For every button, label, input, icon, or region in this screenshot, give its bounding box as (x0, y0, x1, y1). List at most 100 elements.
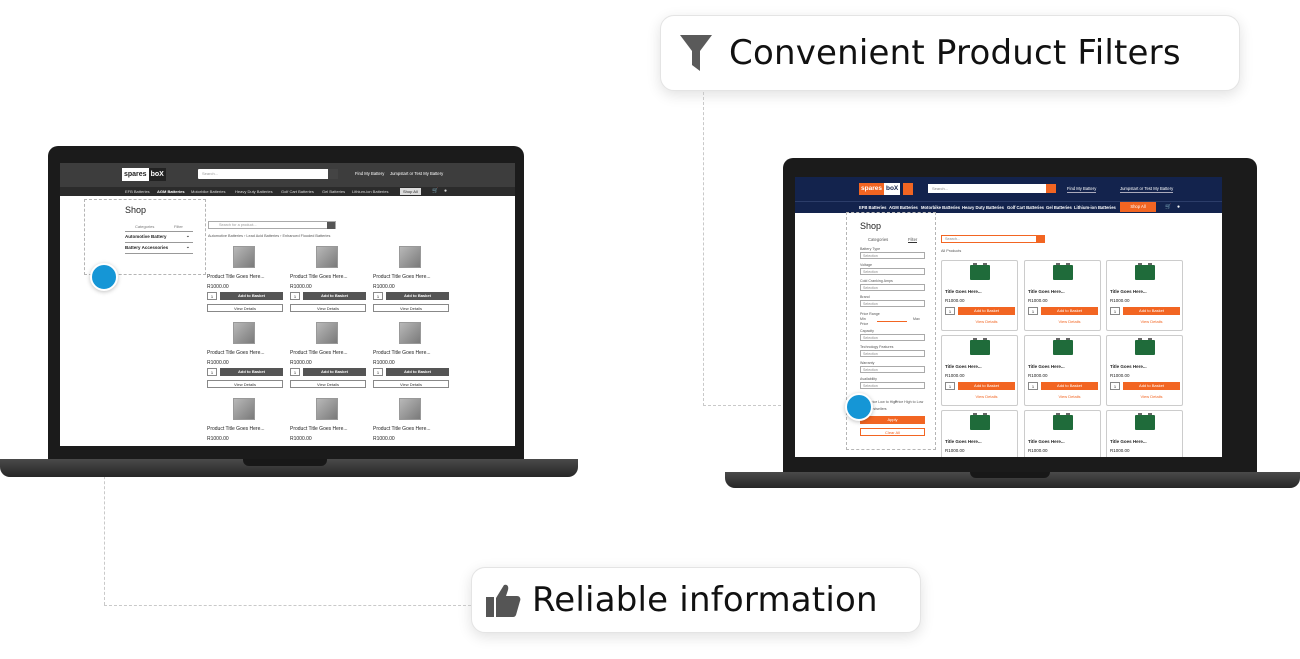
battery-image[interactable] (1053, 263, 1073, 280)
product-image[interactable] (316, 398, 338, 420)
product-image[interactable] (316, 246, 338, 268)
search-icon[interactable] (327, 222, 335, 229)
add-to-basket-button[interactable]: Add to Basket (1041, 382, 1098, 390)
jumpstart-link[interactable]: Jumpstart or Test My Battery (390, 171, 444, 176)
view-details-link[interactable]: View Details (1058, 319, 1081, 324)
nav-item[interactable]: Golf Cart Batteries (281, 189, 314, 194)
view-details-link[interactable]: View Details (1140, 319, 1163, 324)
product-card[interactable]: Title Goes Here... R1000.00 (1024, 410, 1101, 457)
nav-item[interactable]: Heavy Duty Batteries (235, 189, 273, 194)
product-card[interactable]: Product Title Goes Here... R1000.00 1 Ad… (290, 322, 366, 394)
logo[interactable]: spares boX (859, 183, 914, 195)
add-to-basket-button[interactable]: Add to Basket (1123, 307, 1180, 315)
view-details-button[interactable]: View Details (207, 380, 283, 388)
product-title[interactable]: Product Title Goes Here... (373, 350, 431, 356)
product-title[interactable]: Title Goes Here... (945, 364, 982, 369)
add-to-basket-button[interactable]: Add to Basket (386, 368, 449, 376)
quantity-input[interactable]: 1 (207, 368, 217, 376)
jumpstart-link[interactable]: Jumpstart or Test My Battery (1120, 186, 1174, 193)
product-card[interactable]: Product Title Goes Here... R1000.00 1 Ad… (207, 322, 283, 394)
product-card[interactable]: Product Title Goes Here... R1000.00 (373, 398, 449, 446)
add-to-basket-button[interactable]: Add to Basket (220, 368, 283, 376)
nav-item[interactable]: Golf Cart Batteries (1007, 205, 1044, 210)
categories-tab[interactable]: Categories (868, 237, 889, 242)
view-details-button[interactable]: View Details (373, 304, 449, 312)
product-title[interactable]: Title Goes Here... (1028, 289, 1065, 294)
search-icon[interactable] (1036, 236, 1044, 243)
filter-tab[interactable]: Filter (908, 237, 918, 243)
add-to-basket-button[interactable]: Add to Basket (303, 368, 366, 376)
sidebar-item[interactable]: Battery Accessories (125, 245, 169, 250)
product-card[interactable]: Product Title Goes Here... R1000.00 1 Ad… (207, 246, 283, 318)
shop-all-button[interactable]: Shop All (400, 188, 421, 195)
search-input[interactable]: Search... (928, 184, 1056, 193)
product-card[interactable]: Product Title Goes Here... R1000.00 1 Ad… (290, 246, 366, 318)
product-image[interactable] (233, 322, 255, 344)
product-title[interactable]: Product Title Goes Here... (207, 350, 265, 356)
quantity-input[interactable]: 1 (290, 292, 300, 300)
product-card[interactable]: Product Title Goes Here... R1000.00 1 Ad… (373, 322, 449, 394)
apply-button[interactable]: Apply (860, 416, 925, 424)
product-title[interactable]: Product Title Goes Here... (373, 426, 431, 432)
product-card[interactable]: Title Goes Here... R1000.00 1 Add to Bas… (1024, 335, 1101, 406)
clear-all-button[interactable]: Clear All (860, 428, 925, 436)
product-card[interactable]: Title Goes Here... R1000.00 1 Add to Bas… (1106, 335, 1183, 406)
view-details-button[interactable]: View Details (207, 304, 283, 312)
add-to-basket-button[interactable]: Add to Basket (1123, 382, 1180, 390)
product-title[interactable]: Title Goes Here... (1028, 364, 1065, 369)
chevron-down-icon[interactable]: ⌄ (186, 233, 190, 238)
view-details-button[interactable]: View Details (290, 304, 366, 312)
quantity-input[interactable]: 1 (945, 307, 955, 315)
battery-image[interactable] (970, 338, 990, 355)
filter-select[interactable]: Selection (860, 350, 925, 357)
user-icon[interactable]: ● (1177, 204, 1181, 210)
quantity-input[interactable]: 1 (373, 292, 383, 300)
product-card[interactable]: Title Goes Here... R1000.00 1 Add to Bas… (1024, 260, 1101, 331)
battery-image[interactable] (1053, 413, 1073, 430)
breadcrumb[interactable]: Automotive Batteries › Lead Acid Batteri… (208, 234, 331, 238)
product-image[interactable] (399, 322, 421, 344)
view-details-link[interactable]: View Details (975, 394, 998, 399)
quantity-input[interactable]: 1 (207, 292, 217, 300)
product-card[interactable]: Title Goes Here... R1000.00 1 Add to Bas… (1106, 260, 1183, 331)
nav-item[interactable]: Lithium-ion Batteries (1074, 205, 1116, 210)
product-title[interactable]: Product Title Goes Here... (290, 274, 348, 280)
nav-item[interactable]: Gel Batteries (322, 189, 346, 194)
user-icon[interactable]: ● (444, 188, 448, 194)
add-to-basket-button[interactable]: Add to Basket (958, 307, 1015, 315)
battery-image[interactable] (1135, 338, 1155, 355)
view-details-link[interactable]: View Details (1058, 394, 1081, 399)
add-to-basket-button[interactable]: Add to Basket (386, 292, 449, 300)
sort-option[interactable]: Price Low to High (869, 400, 898, 404)
quantity-input[interactable]: 1 (290, 368, 300, 376)
view-details-link[interactable]: View Details (1140, 394, 1163, 399)
product-image[interactable] (316, 322, 338, 344)
product-title[interactable]: Title Goes Here... (1110, 364, 1147, 369)
cart-icon[interactable]: 🛒 (1165, 204, 1172, 210)
battery-image[interactable] (970, 263, 990, 280)
product-title[interactable]: Product Title Goes Here... (290, 426, 348, 432)
filter-select[interactable]: Selection (860, 252, 925, 259)
product-image[interactable] (399, 246, 421, 268)
filter-select[interactable]: Selection (860, 334, 925, 341)
nav-item[interactable]: Motorbike Batteries (191, 189, 226, 194)
quantity-input[interactable]: 1 (1110, 307, 1120, 315)
filter-select[interactable]: Selection (860, 366, 925, 373)
search-input[interactable]: Search... (198, 169, 338, 179)
product-title[interactable]: Title Goes Here... (945, 289, 982, 294)
product-card[interactable]: Title Goes Here... R1000.00 (1106, 410, 1183, 457)
nav-item[interactable]: AGM Batteries (889, 205, 918, 210)
nav-item[interactable]: EFB Batteries (125, 189, 150, 194)
search-icon[interactable] (328, 169, 338, 179)
battery-image[interactable] (970, 413, 990, 430)
logo[interactable]: spares boX (122, 168, 180, 181)
product-title[interactable]: Title Goes Here... (1110, 439, 1147, 444)
view-details-button[interactable]: View Details (373, 380, 449, 388)
product-search-input[interactable]: Search... (941, 235, 1045, 243)
product-card[interactable]: Title Goes Here... R1000.00 1 Add to Bas… (941, 260, 1018, 331)
battery-image[interactable] (1135, 413, 1155, 430)
hotspot-dot[interactable] (90, 263, 118, 291)
filter-select[interactable]: Selection (860, 284, 925, 291)
product-card[interactable]: Title Goes Here... R1000.00 1 Add to Bas… (941, 335, 1018, 406)
product-image[interactable] (233, 246, 255, 268)
